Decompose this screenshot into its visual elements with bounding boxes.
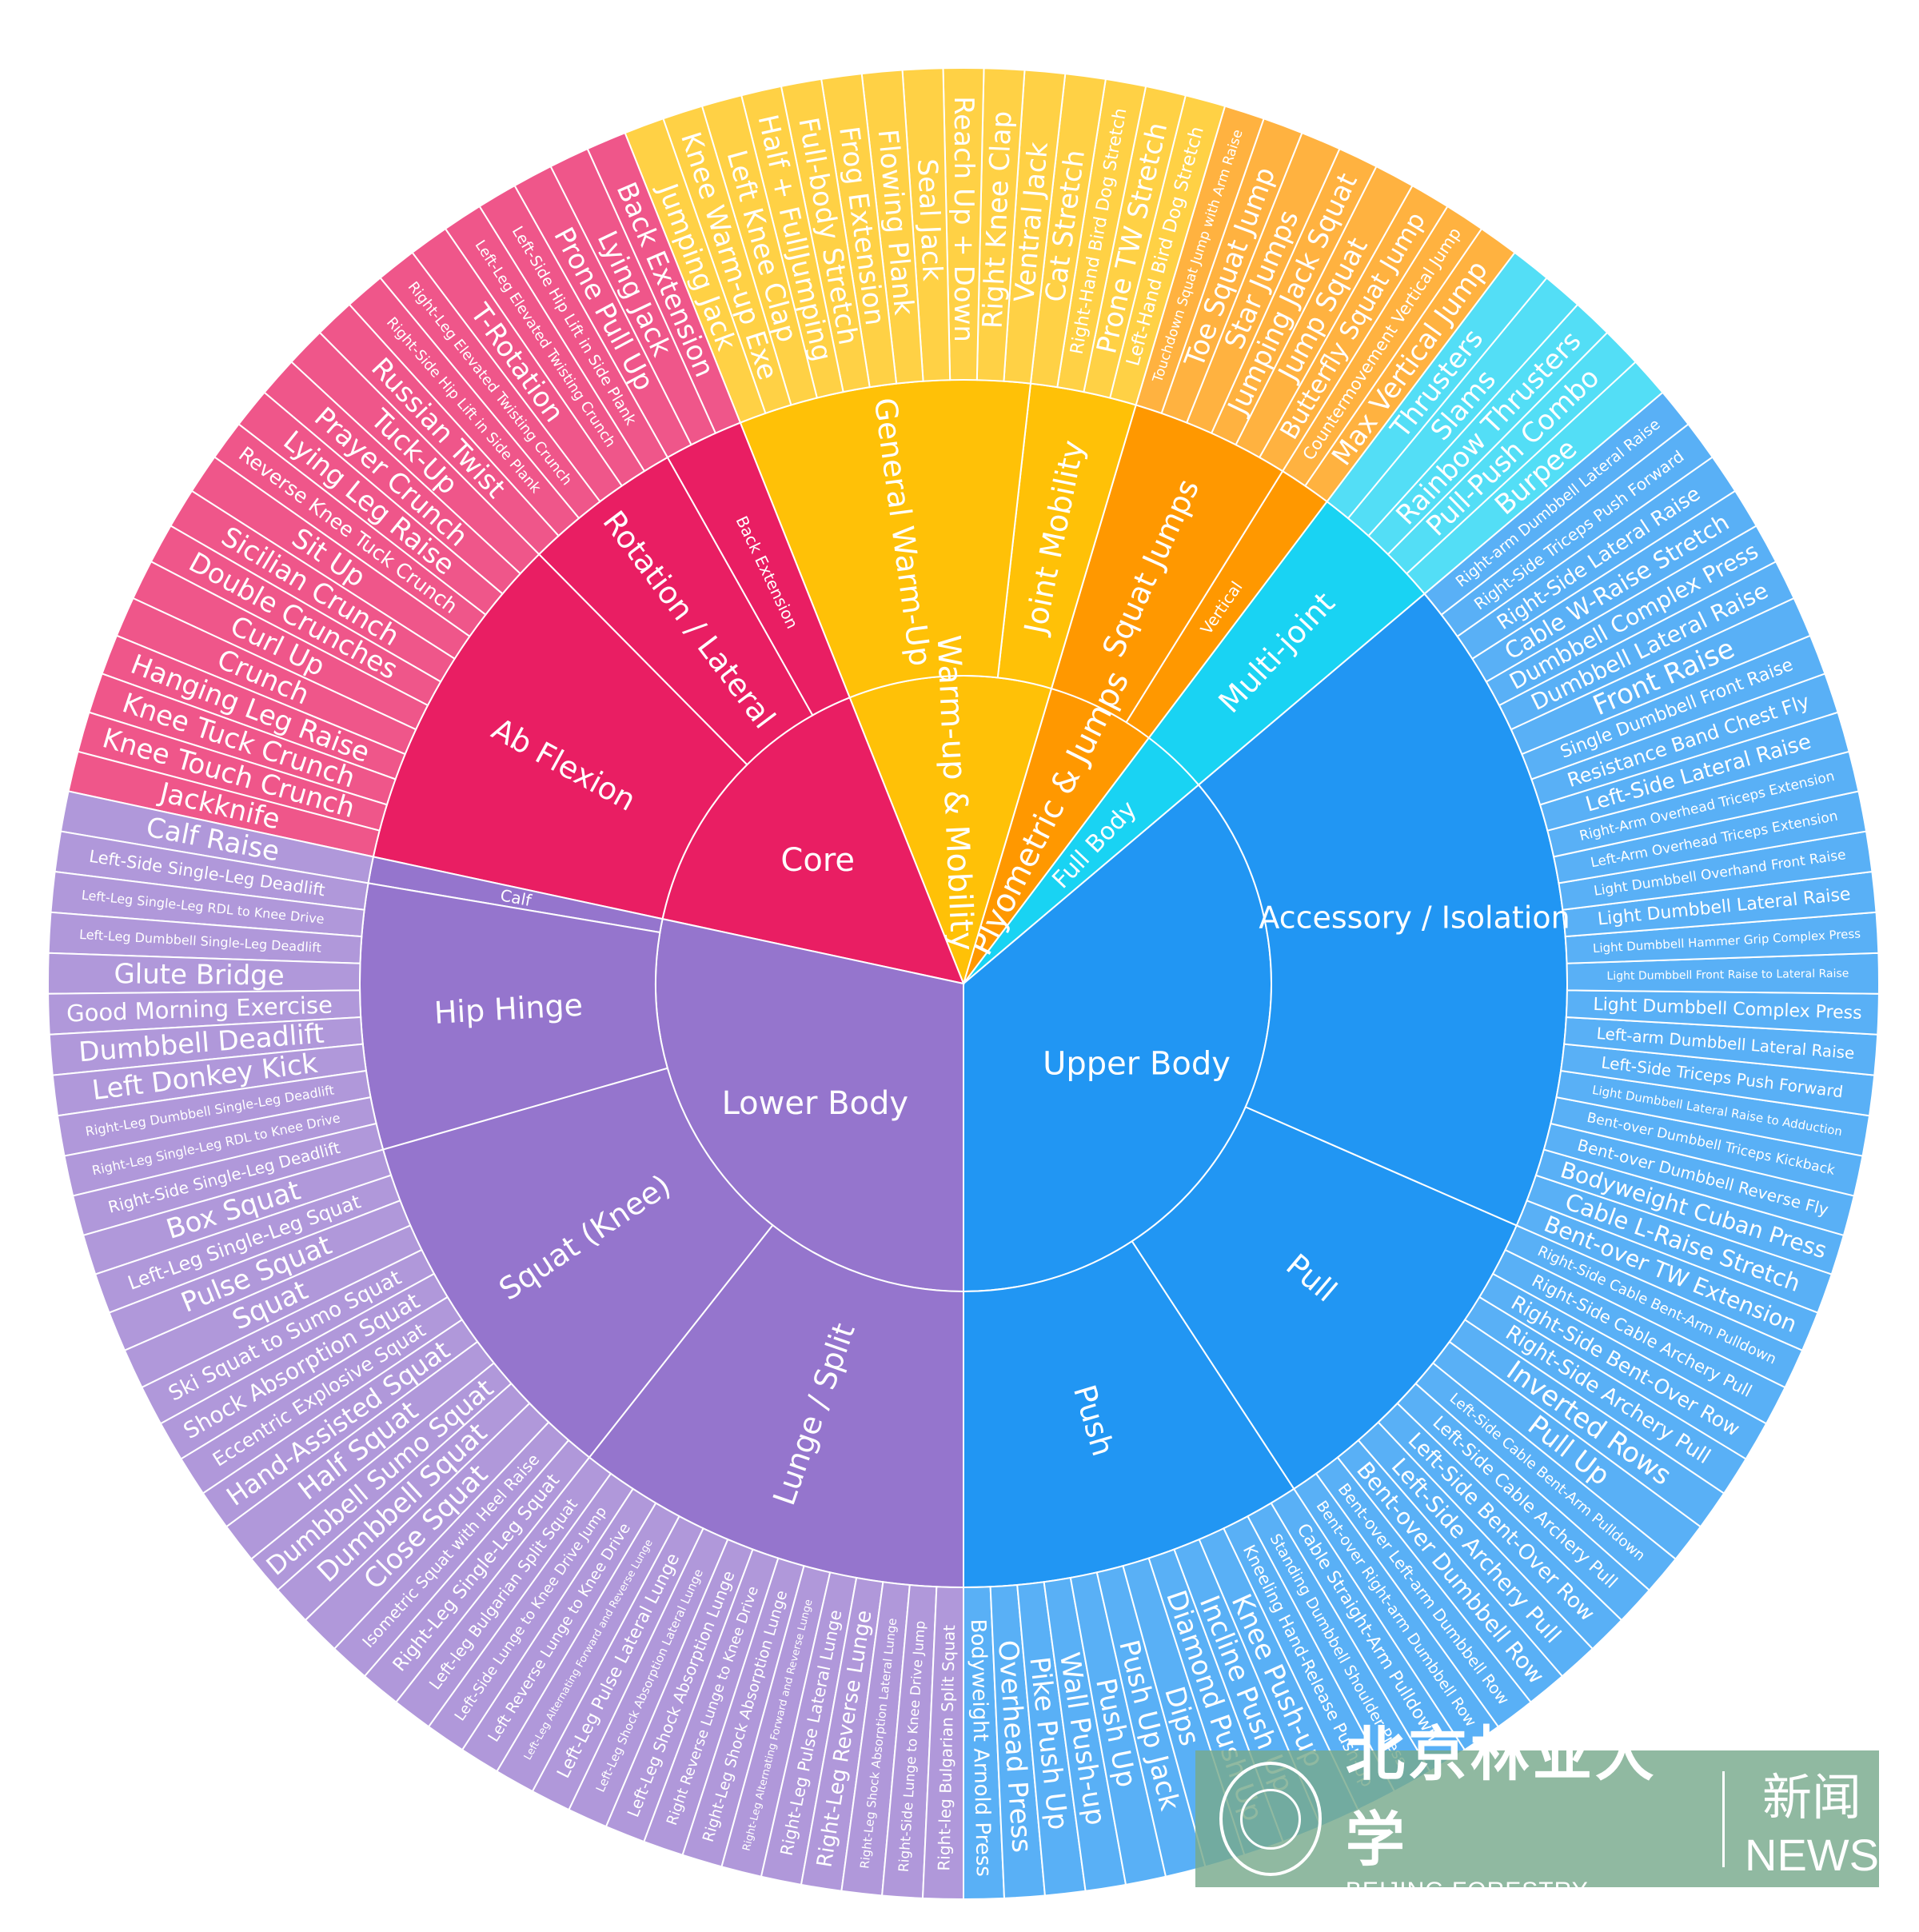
sector-label-accessory-isolation: Accessory / Isolation <box>1259 900 1570 936</box>
leaf-label-light-dumbbell-front-raise-to-lateral-raise: Light Dumbbell Front Raise to Lateral Ra… <box>1606 968 1849 983</box>
watermark-news-cn: 新闻 <box>1762 1768 1862 1826</box>
watermark-divider <box>1722 1770 1726 1867</box>
leaf-label-bodyweight-arnold-press: Bodyweight Arnold Press <box>966 1619 995 1877</box>
sector-label-hip-hinge: Hip Hinge <box>433 988 584 1031</box>
sector-label-lower-body: Lower Body <box>722 1085 909 1122</box>
watermark-news-en: NEWS <box>1745 1830 1880 1880</box>
watermark-english-name: BEIJING FORESTRY UNIVERSITY <box>1345 1877 1589 1931</box>
university-watermark: 北京林业大学 BEIJING FORESTRY UNIVERSITY 新闻 NE… <box>1195 1720 1880 1931</box>
watermark-chinese-name: 北京林业大学 <box>1345 1719 1658 1874</box>
leaf-label-reach-up-down: Reach Up + Down <box>948 96 979 342</box>
leaf-label-seal-jack: Seal Jack <box>911 158 948 282</box>
leaf-right-leg-bulgarian-split-squat[interactable] <box>921 1586 964 1901</box>
university-seal-icon <box>1219 1762 1322 1876</box>
sector-label-upper-body: Upper Body <box>1043 1045 1231 1082</box>
sector-label-core: Core <box>780 842 855 879</box>
leaf-label-glute-bridge: Glute Bridge <box>114 958 285 992</box>
